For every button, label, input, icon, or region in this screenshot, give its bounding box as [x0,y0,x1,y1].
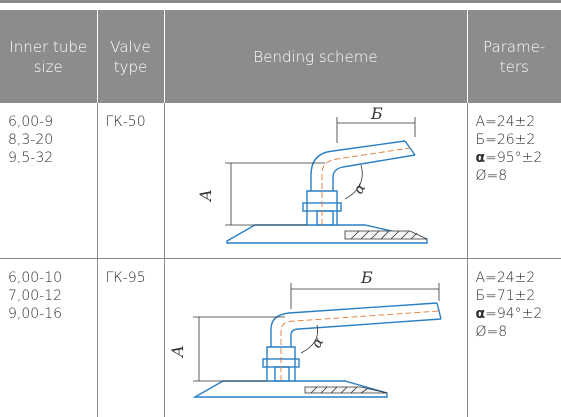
stem-collar [275,367,289,381]
tube-size: 6,00-9 [8,113,91,131]
param-alpha: α=94°±2 [476,305,556,323]
parameters-cell: A=24±2 Б=26±2 α=95°±2 Ø=8 [467,103,561,259]
header-bending-scheme: Bending scheme [164,10,467,103]
valve-type-cell: ГК-50 [97,103,164,259]
valve-spec-table: Inner tube size Valve type Bending schem… [0,10,561,417]
header-valve-type: Valve type [97,10,164,103]
stem-collar [317,211,333,225]
top-rule [0,0,561,3]
table-row: 6,00-10 7,00-12 9,00-16 ГК-95 [0,259,561,417]
valve-type-cell: ГК-95 [97,259,164,417]
label-alpha: α [350,180,369,197]
param-b: Б=26±2 [476,131,556,149]
tube-size: 9,5-32 [8,149,91,167]
header-tube-size: Inner tube size [0,10,97,103]
param-a: A=24±2 [476,113,556,131]
param-diameter: Ø=8 [476,167,556,185]
tube-size: 7,00-12 [8,287,91,305]
label-A: A [168,345,187,359]
bending-scheme-cell: A Б α [164,103,467,259]
center-line [322,148,410,225]
tube-size: 6,00-10 [8,269,91,287]
param-b: Б=71±2 [476,287,556,305]
valve-bending-drawing: A Б α [165,259,468,407]
bending-scheme-cell: A Б α [164,259,467,417]
valve-bending-drawing: A Б α [165,103,468,258]
valve-type: ГК-50 [106,113,158,131]
label-B: Б [370,104,383,123]
header-parameters: Parame-ters [467,10,561,103]
label-A: A [196,189,215,203]
stem-bend-inner [333,155,415,191]
tube-sizes-cell: 6,00-10 7,00-12 9,00-16 [0,259,97,417]
valve-type: ГК-95 [106,269,158,287]
tube-size: 9,00-16 [8,305,91,323]
tube-sizes-cell: 6,00-9 8,3-20 9,5-32 [0,103,97,259]
table-row: 6,00-9 8,3-20 9,5-32 ГК-50 [0,103,561,259]
param-diameter: Ø=8 [476,323,556,341]
parameters-cell: A=24±2 Б=71±2 α=94°±2 Ø=8 [467,259,561,417]
param-alpha: α=95°±2 [476,149,556,167]
param-a: A=24±2 [476,269,556,287]
header-row: Inner tube size Valve type Bending schem… [0,10,561,103]
label-alpha: α [308,334,327,351]
tube-size: 8,3-20 [8,131,91,149]
label-B: Б [360,268,373,287]
